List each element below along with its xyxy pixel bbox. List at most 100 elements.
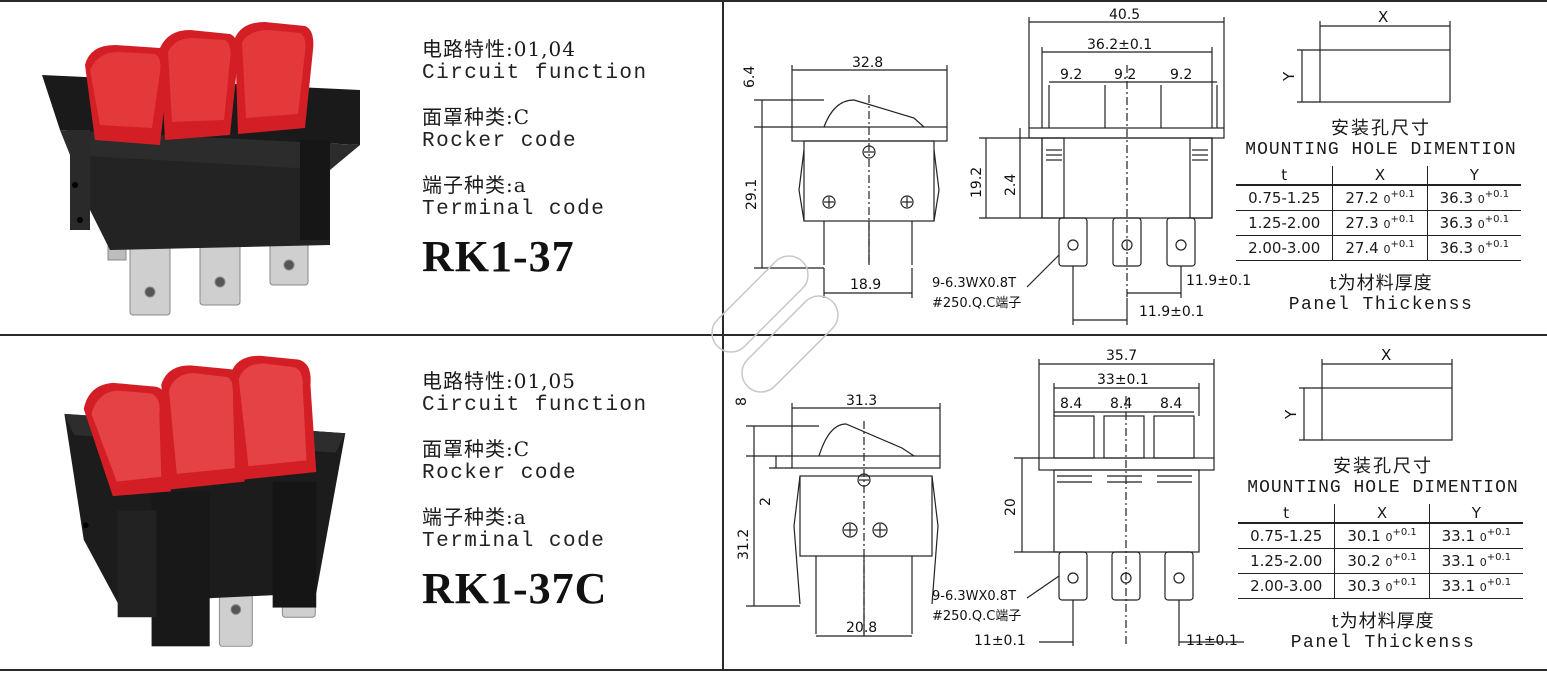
rocker-code-cn: 面罩种类:C — [422, 105, 531, 129]
dim-front-total: 35.7 — [1106, 348, 1137, 364]
dim-term-pitch-2: 11.9±0.1 — [1139, 304, 1204, 320]
front-view-1 — [979, 17, 1225, 325]
terminal-spec: 9-6.3WX0.8T — [932, 589, 1016, 604]
technical-drawing-1: 32.8 6.4 29.1 18.9 — [724, 0, 1547, 334]
terminal-code-cn: 端子种类:a — [422, 505, 527, 529]
cell-y: 33.1 0+0.1 — [1428, 548, 1523, 574]
cell-t: 2.00-3.00 — [1236, 235, 1333, 261]
dim-side-height: 29.1 — [744, 179, 760, 210]
mounting-hole-panel-2: 安装孔尺寸 MOUNTING HOLE DIMENTION t X Y 0.75… — [1238, 452, 1528, 653]
table-row: 0.75-1.25 27.2 0+0.1 36.3 0+0.1 — [1236, 185, 1521, 211]
panel-thickness-en: Panel Thickenss — [1290, 633, 1476, 653]
mount-title-cn: 安装孔尺寸 — [1333, 456, 1433, 477]
dim-side-bottom: 18.9 — [850, 277, 881, 293]
terminal-standard: #250.Q.C端子 — [932, 296, 1021, 311]
cell-y: 33.1 0+0.1 — [1428, 523, 1523, 549]
dim-term-pitch-1: 11.9±0.1 — [1186, 273, 1251, 289]
cell-x: 30.2 0+0.1 — [1334, 548, 1430, 574]
dim-side-width: 31.3 — [846, 393, 877, 409]
front-view-2 — [1014, 359, 1244, 646]
mount-table-2: t X Y 0.75-1.25 30.1 0+0.1 33.1 0+0.1 1.… — [1238, 504, 1523, 599]
mount-y-label: Y — [1280, 71, 1298, 82]
col-x: X — [1334, 504, 1430, 524]
border-top — [0, 0, 1547, 2]
product-photo-rk1-37 — [42, 22, 360, 316]
cell-x: 30.1 0+0.1 — [1334, 523, 1430, 549]
dim-pitch-c: 9.2 — [1170, 67, 1192, 83]
mounting-hole-sketch-1 — [1297, 21, 1451, 103]
mount-y-label: Y — [1282, 409, 1300, 420]
dim-term-pitch-2: 11±0.1 — [1186, 633, 1238, 649]
terminal-code-cn: 端子种类:a — [422, 173, 527, 197]
cell-y: 33.1 0+0.1 — [1428, 573, 1523, 599]
cell-t: 0.75-1.25 — [1238, 523, 1335, 549]
rocker-code-en: Rocker code — [422, 462, 578, 485]
cell-t: 1.25-2.00 — [1238, 548, 1335, 574]
dim-front-height: 19.2 — [969, 167, 985, 198]
dim-pitch-a: 8.4 — [1060, 396, 1082, 412]
side-view-1 — [754, 65, 948, 298]
model-number: RK1-37 — [422, 232, 575, 281]
spec-info-1: 电路特性:01,04 Circuit function 面罩种类:C Rocke… — [422, 36, 648, 282]
panel-thickness-cn: t为材料厚度 — [1329, 273, 1433, 294]
circuit-function-en: Circuit function — [422, 394, 648, 417]
col-t: t — [1236, 166, 1333, 186]
mount-title-en: MOUNTING HOLE DIMENTION — [1247, 478, 1519, 498]
cell-t: 0.75-1.25 — [1236, 185, 1333, 211]
dim-front-small: 2.4 — [1003, 174, 1019, 196]
col-t: t — [1238, 504, 1335, 524]
terminal-code-en: Terminal code — [422, 530, 606, 553]
cell-y: 36.3 0+0.1 — [1426, 210, 1521, 236]
mounting-hole-sketch-2 — [1299, 359, 1453, 441]
dim-side-top: 6.4 — [742, 66, 758, 88]
dim-term-pitch-1: 11±0.1 — [974, 633, 1026, 649]
product-photo-rk1-37c — [64, 355, 346, 647]
mount-table-1: t X Y 0.75-1.25 27.2 0+0.1 36.3 0+0.1 1.… — [1236, 166, 1521, 261]
row-divider — [0, 334, 1547, 336]
dim-side-top: 8 — [734, 397, 750, 406]
dim-pitch-c: 8.4 — [1160, 396, 1182, 412]
cell-y: 36.3 0+0.1 — [1426, 185, 1521, 211]
cell-t: 1.25-2.00 — [1236, 210, 1333, 236]
rocker-code-cn: 面罩种类:C — [422, 437, 531, 461]
dim-front-inner: 33±0.1 — [1097, 372, 1149, 388]
circuit-function-cn: 电路特性:01,05 — [422, 369, 576, 393]
model-number: RK1-37C — [422, 564, 608, 613]
mount-x-label: X — [1378, 8, 1388, 26]
panel-thickness-cn: t为材料厚度 — [1331, 611, 1435, 632]
terminal-code-en: Terminal code — [422, 198, 606, 221]
product-row-1: 电路特性:01,04 Circuit function 面罩种类:C Rocke… — [0, 0, 1547, 334]
dim-pitch-b: 8.4 — [1110, 396, 1132, 412]
dim-front-height: 20 — [1003, 498, 1019, 516]
mount-title-cn: 安装孔尺寸 — [1331, 118, 1431, 139]
cell-x: 27.2 0+0.1 — [1332, 185, 1428, 211]
dim-front-total: 40.5 — [1109, 7, 1140, 23]
dim-side-width: 32.8 — [852, 55, 883, 71]
col-y: Y — [1428, 504, 1523, 524]
dim-side-small: 2 — [758, 497, 774, 506]
table-row: 2.00-3.00 27.4 0+0.1 36.3 0+0.1 — [1236, 235, 1521, 261]
dim-front-inner: 36.2±0.1 — [1087, 37, 1152, 53]
table-row: 0.75-1.25 30.1 0+0.1 33.1 0+0.1 — [1238, 523, 1523, 549]
cell-x: 27.4 0+0.1 — [1332, 235, 1428, 261]
dim-side-height: 31.2 — [736, 529, 752, 560]
cell-x: 27.3 0+0.1 — [1332, 210, 1428, 236]
col-y: Y — [1426, 166, 1521, 186]
mounting-hole-panel-1: 安装孔尺寸 MOUNTING HOLE DIMENTION t X Y 0.75… — [1236, 114, 1526, 315]
dim-side-bottom: 20.8 — [846, 620, 877, 636]
panel-thickness-en: Panel Thickenss — [1288, 295, 1474, 315]
terminal-standard: #250.Q.C端子 — [932, 609, 1021, 624]
terminal-spec: 9-6.3WX0.8T — [932, 276, 1016, 291]
dim-pitch-b: 9.2 — [1114, 67, 1136, 83]
dim-pitch-a: 9.2 — [1060, 67, 1082, 83]
cell-t: 2.00-3.00 — [1238, 573, 1335, 599]
mount-title-en: MOUNTING HOLE DIMENTION — [1245, 140, 1517, 160]
product-row-2: 电路特性:01,05 Circuit function 面罩种类:C Rocke… — [0, 336, 1547, 671]
technical-drawing-2: 31.3 8 2 31.2 20.8 — [724, 336, 1547, 670]
table-row: 2.00-3.00 30.3 0+0.1 33.1 0+0.1 — [1238, 573, 1523, 599]
table-row: 1.25-2.00 30.2 0+0.1 33.1 0+0.1 — [1238, 548, 1523, 574]
mount-x-label: X — [1381, 346, 1391, 364]
table-row: 1.25-2.00 27.3 0+0.1 36.3 0+0.1 — [1236, 210, 1521, 236]
circuit-function-en: Circuit function — [422, 62, 648, 85]
